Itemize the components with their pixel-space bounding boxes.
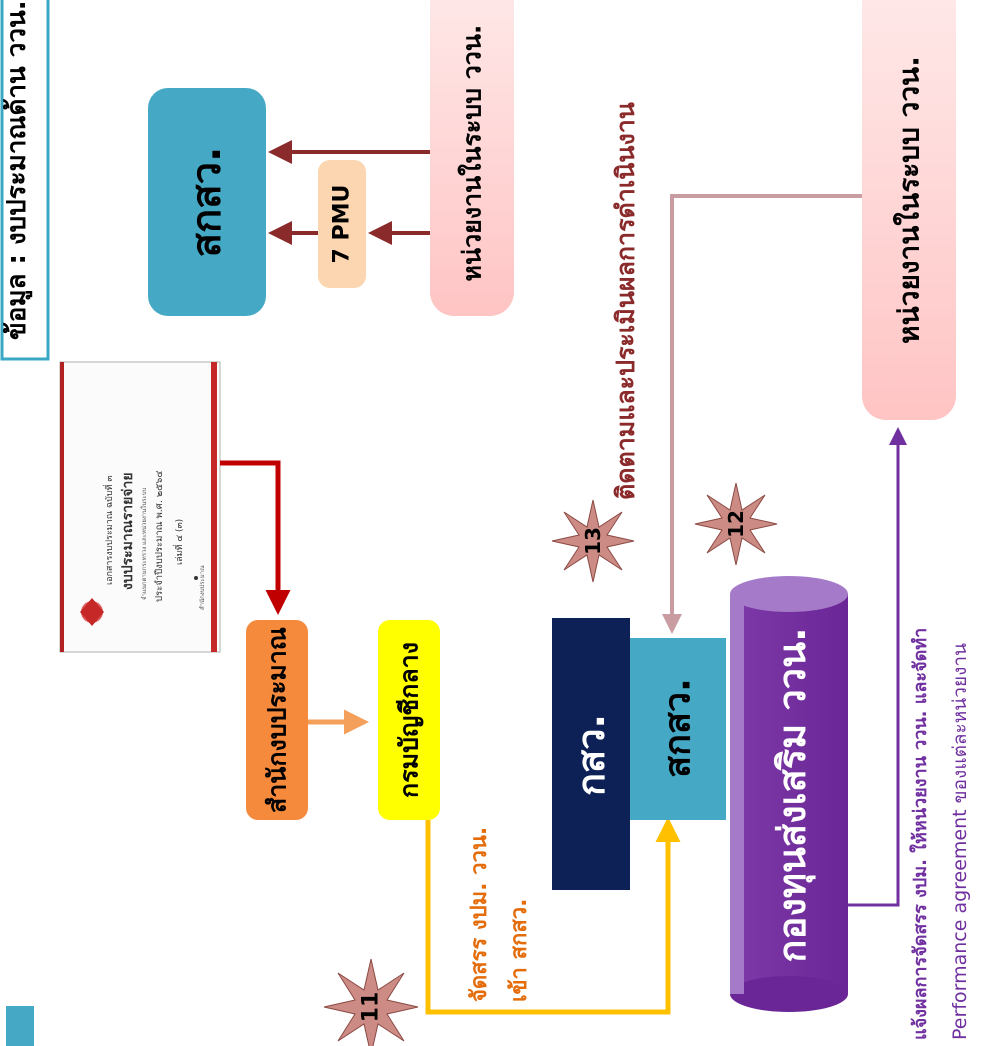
step-12-label: 12: [724, 510, 748, 538]
step-13-badge: 13: [551, 499, 635, 583]
document-line-1: เอกสารงบประมาณ ฉบับที่ ๓: [102, 476, 115, 586]
document-line-5: เล่มที่ ๔ (๓): [172, 519, 185, 565]
source-box: ข้อมูล : งบประมาณด้าน ววน.: [0, 0, 50, 361]
budget-bureau-box: สำนักงบประมาณ: [246, 620, 308, 820]
agency-top-label: หน่วยงานในระบบ ววน.: [457, 25, 487, 282]
notify-text-1: แจ้งผลการจัดสรร งปม. ให้หน่วยงาน ววน. แล…: [909, 628, 931, 1040]
arrow-monitoring: [662, 194, 862, 634]
pmu-label: 7 PMU: [330, 185, 355, 264]
step-12-badge: 12: [694, 482, 778, 566]
step-13-label: 13: [581, 527, 605, 555]
document-line-2: งบประมาณรายจ่าย: [120, 472, 136, 590]
allocate-text-2: เข้า สกสว.: [507, 899, 532, 1002]
slide-marker: [6, 1006, 34, 1046]
ksv-box: กสว.: [552, 618, 630, 890]
skso-top-box: สกสว.: [148, 88, 266, 316]
notify-text-2: Performance agreement ของแต่ละหน่วยงาน: [949, 643, 971, 1040]
garuda-emblem: [80, 598, 104, 626]
arrow-document-to-budget-bureau: [220, 460, 291, 615]
agency-top-box: หน่วยงานในระบบ ววน.: [430, 0, 514, 316]
document-line-4: ประจำปีงบประมาณ พ.ศ. ๒๕๖๔: [153, 470, 165, 602]
document-bullet: [194, 576, 198, 580]
skso-top-label: สกสว.: [184, 147, 230, 258]
document-footer: สำนักงบประมาณ: [199, 565, 206, 610]
fund-label: กองทุนส่งเสริม ววน.: [770, 627, 816, 962]
arrow-fund-to-agency: [848, 427, 907, 907]
step-11-label: 11: [359, 992, 384, 1023]
pmu-box: 7 PMU: [318, 160, 366, 288]
source-text: ข้อมูล : งบประมาณด้าน ววน.: [2, 0, 33, 340]
comptroller-box: กรมบัญชีกลาง: [378, 620, 440, 820]
allocate-text-1: จัดสรร งปม. ววน.: [467, 827, 492, 1002]
agency-bottom-label: หน่วยงานในระบบ ววน.: [893, 56, 926, 344]
arrow-allocation: [425, 817, 681, 1015]
monitor-text: ติดตามและประเมินผลการดำเนินงาน: [611, 102, 640, 500]
document-line-3: จำแนกตามกระทรวง และหน่วยงานในระบบ: [140, 487, 148, 600]
budget-document: เอกสารงบประมาณ ฉบับที่ ๓ งบประมาณรายจ่าย…: [59, 361, 221, 653]
ksv-label: กสว.: [569, 714, 613, 796]
budget-bureau-label: สำนักงบประมาณ: [263, 627, 292, 813]
agency-bottom-box: หน่วยงานในระบบ ววน.: [862, 0, 956, 420]
comptroller-label: กรมบัญชีกลาง: [395, 642, 424, 798]
skso-mid-box: สกสว.: [630, 638, 726, 820]
skso-mid-label: สกสว.: [658, 678, 699, 778]
step-11-badge: 11: [323, 958, 419, 1046]
fund-cylinder: กองทุนส่งเสริม ววน.: [730, 576, 848, 1012]
